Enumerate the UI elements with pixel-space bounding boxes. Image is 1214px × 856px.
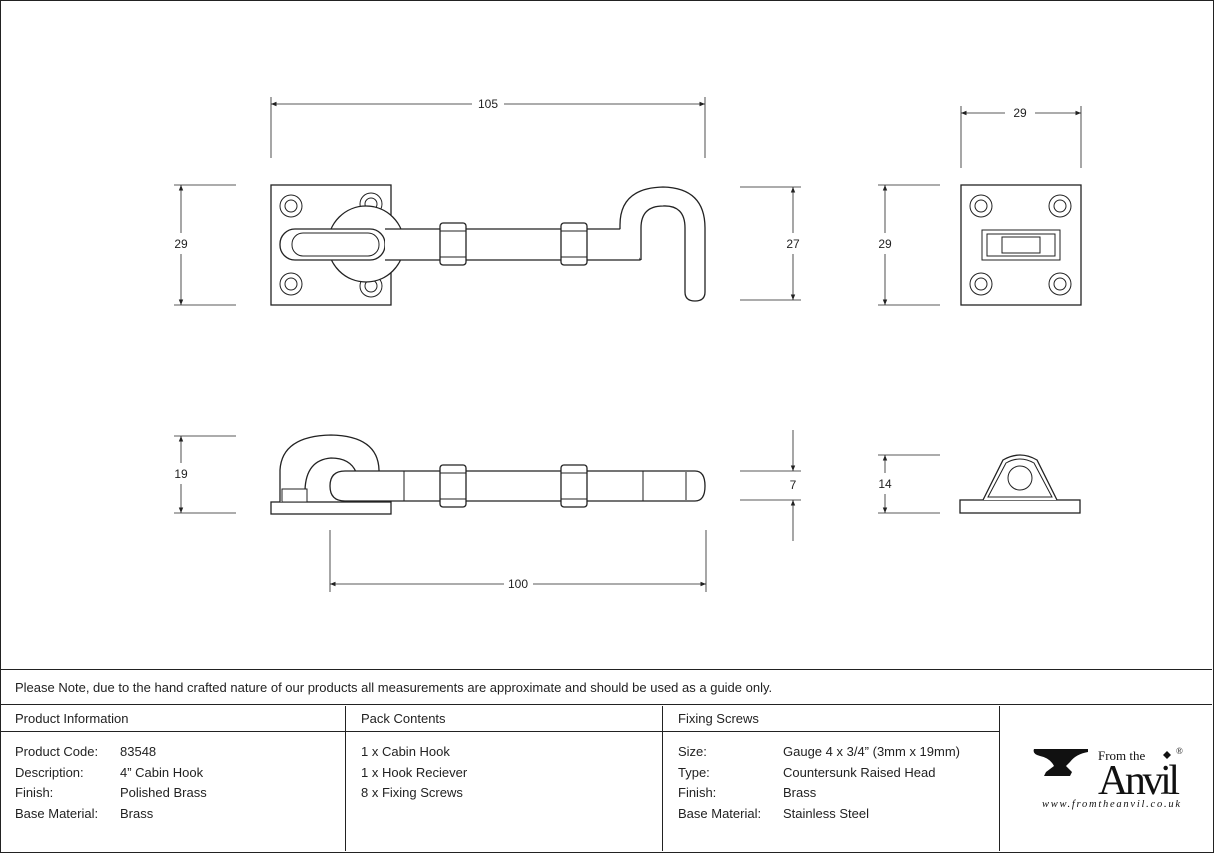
- logo-brand: Anvil: [1098, 758, 1180, 804]
- logo-url: www.fromtheanvil.co.uk: [1042, 799, 1180, 810]
- product-code-row: Product Code:83548: [15, 744, 157, 759]
- description-row: Description:4” Cabin Hook: [15, 764, 204, 780]
- pack-item: 1 x Cabin Hook: [361, 744, 450, 759]
- dimension-lines: [174, 97, 1082, 592]
- screw-size-row: Size:Gauge 4 x 3/4” (3mm x 19mm): [678, 744, 960, 759]
- anvil-icon: [1033, 749, 1088, 776]
- base-material-row: Base Material:Brass: [15, 805, 154, 821]
- dim-side-height: 19: [174, 467, 188, 481]
- screw-material-row: Base Material:Stainless Steel: [678, 805, 869, 821]
- fixing-screws-panel: Fixing Screws Size:Gauge 4 x 3/4” (3mm x…: [663, 706, 1000, 851]
- fixing-screws-header: Fixing Screws: [663, 706, 999, 732]
- pack-item: 8 x Fixing Screws: [361, 785, 463, 801]
- screw-type-row: Type:Countersunk Raised Head: [678, 764, 936, 780]
- logo-registered: ®: [1176, 746, 1183, 756]
- dim-top-width: 105: [478, 97, 498, 111]
- measurement-note: Please Note, due to the hand crafted nat…: [0, 669, 1212, 705]
- dim-bar-thickness: 7: [790, 478, 797, 492]
- technical-drawing: 105 29 29 27 29 19 7 14 100: [174, 97, 1082, 592]
- screw-finish-row: Finish:Brass: [678, 785, 817, 801]
- dim-receiver-width: 29: [1013, 106, 1027, 120]
- product-information-panel: Product Information Product Code:83548 D…: [0, 706, 346, 851]
- product-information-header: Product Information: [0, 706, 345, 732]
- dim-receiver-side-height: 14: [878, 477, 892, 491]
- receiver-side-view: [959, 454, 1081, 514]
- dim-bottom-length: 100: [508, 577, 528, 591]
- from-the-anvil-logo: From the ® Anvil www.fromtheanvil.co.uk: [1000, 706, 1212, 851]
- finish-row: Finish:Polished Brass: [15, 785, 207, 801]
- logo-from-the: From the: [1098, 748, 1146, 763]
- dim-plate-height: 29: [174, 237, 188, 251]
- dim-receiver-height: 29: [878, 237, 892, 251]
- hook-top-view: [270, 184, 706, 306]
- pack-contents-header: Pack Contents: [346, 706, 662, 732]
- dim-hook-height: 27: [786, 237, 800, 251]
- diamond-icon: [1163, 751, 1171, 759]
- pack-contents-panel: Pack Contents 1 x Cabin Hook 1 x Hook Re…: [346, 706, 663, 851]
- pack-item: 1 x Hook Reciever: [361, 764, 468, 780]
- receiver-top-view: [960, 184, 1082, 306]
- hook-side-view: [270, 434, 706, 515]
